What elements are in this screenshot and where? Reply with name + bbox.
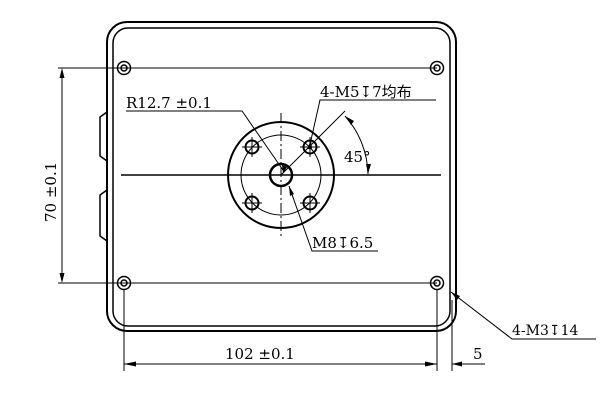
center-hole [268, 162, 294, 188]
radius-leader [126, 110, 284, 171]
m5-holes-label: 4-M5↧7均布 [320, 83, 412, 101]
angle-label: 45° [344, 148, 371, 166]
side-connector-bottom [99, 189, 108, 242]
arrowheads [59, 68, 462, 367]
height-dimension-label: 70 ±0.1 [42, 162, 60, 222]
radius-label: R12.7 ±0.1 [126, 94, 212, 112]
offset-dimension-label: 5 [473, 345, 483, 363]
m5-leader [310, 99, 436, 141]
corner-holes [116, 60, 445, 291]
m3-leader [450, 291, 596, 340]
body-inner-outline [112, 27, 451, 327]
m3-holes-label: 4-M3↧14 [512, 323, 579, 339]
m8-leader [288, 185, 378, 252]
side-connector-top [99, 111, 108, 162]
body-outline [106, 21, 457, 332]
width-dimension-label: 102 ±0.1 [225, 345, 295, 363]
angle-ray [280, 110, 346, 176]
m8-hole-label: M8↧6.5 [312, 234, 373, 252]
